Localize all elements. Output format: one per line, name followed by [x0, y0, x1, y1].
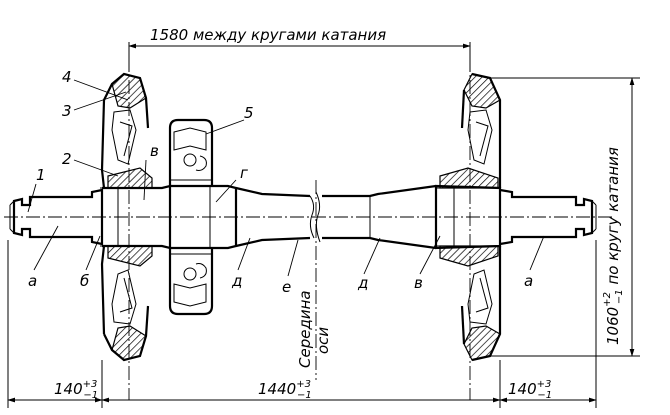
- label-5: 5: [244, 104, 254, 122]
- label-e: е: [282, 278, 291, 296]
- label-d-left: д: [231, 272, 242, 290]
- label-2: 2: [62, 150, 72, 168]
- axle-middle-label-line2: оси: [314, 327, 332, 354]
- label-v-right: в: [414, 274, 423, 292]
- dim-bottom-left-label: 140+3−1: [54, 379, 98, 401]
- right-wheel: [436, 58, 502, 400]
- axle-middle-label-line1: Середина: [296, 290, 314, 368]
- left-wheel: [100, 58, 154, 400]
- label-d-right: д: [357, 274, 368, 292]
- label-b-left: б: [80, 272, 89, 290]
- label-3: 3: [62, 102, 72, 120]
- dim-bottom-right-label: 140+3−1: [508, 379, 552, 401]
- gear-wheel: [168, 118, 214, 316]
- label-v-left: в: [150, 142, 159, 160]
- dim-bottom: [7, 240, 597, 408]
- dim-top-label: 1580 между кругами катания: [150, 26, 386, 44]
- label-1: 1: [36, 166, 46, 184]
- label-g: г: [240, 164, 248, 182]
- label-4: 4: [62, 68, 72, 86]
- leader-lines: [27, 79, 545, 277]
- dim-right: [490, 77, 640, 357]
- label-a-left: а: [28, 272, 37, 290]
- dim-bottom-center-label: 1440+3−1: [258, 379, 312, 401]
- dim-right-label: 1060+2−1 по кругу катания: [602, 147, 625, 345]
- dim-top: [128, 42, 471, 72]
- label-a-right: а: [524, 272, 533, 290]
